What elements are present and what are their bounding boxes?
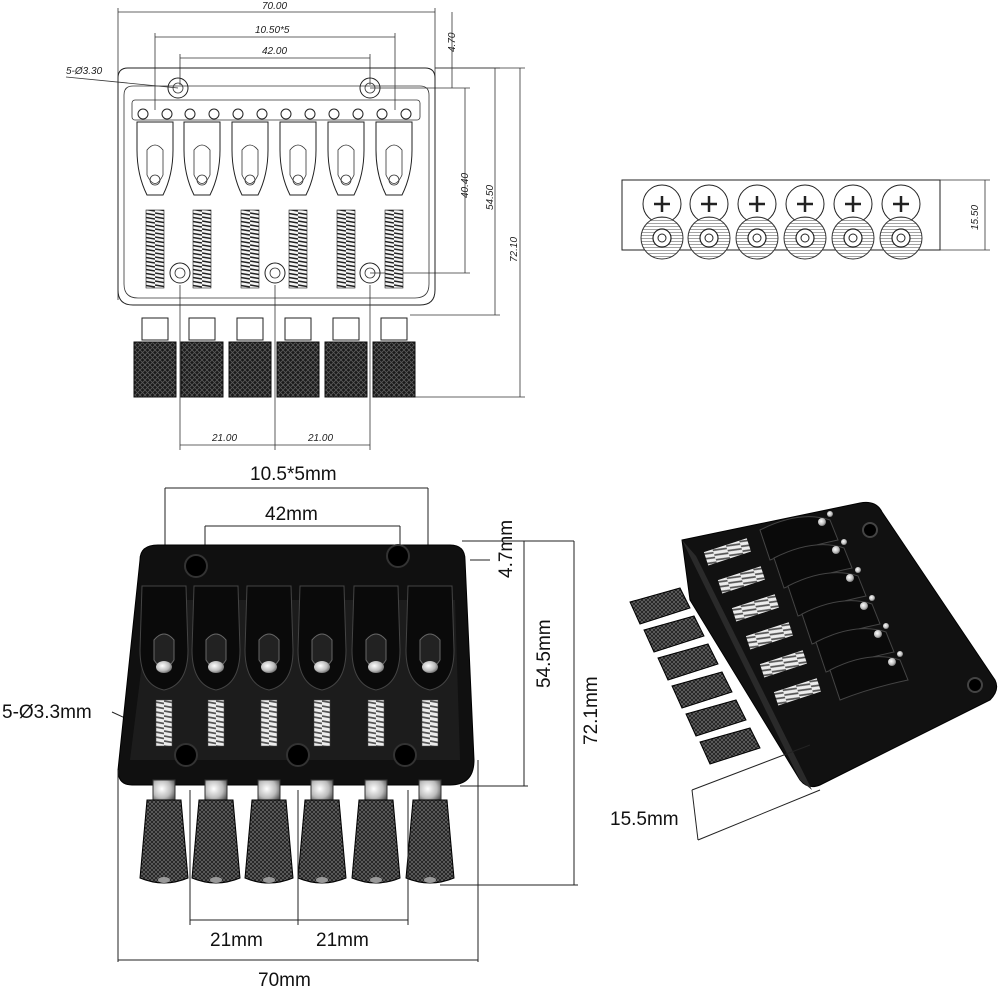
label-top-offset: 4.70 xyxy=(447,32,458,52)
label-body-length-photo: 54.5mm xyxy=(534,619,555,688)
label-bottom-left-photo: 21mm xyxy=(210,930,263,951)
label-side-height: 15.50 xyxy=(970,205,981,230)
technical-drawing-top-view: 70.00 10.50*5 42.00 5-Ø3.30 4.70 40.40 5… xyxy=(65,1,525,450)
angled-saddles xyxy=(629,511,909,765)
label-bottom-right-photo: 21mm xyxy=(316,930,369,951)
saddles-photo xyxy=(139,585,455,884)
label-hole-spacing-photo: 42mm xyxy=(265,504,318,525)
side-view-outline xyxy=(621,179,941,251)
technical-drawing-side-view: 15.50 xyxy=(621,179,990,260)
base-plate-outline xyxy=(117,67,436,306)
photo-angled-view: 15.5mm xyxy=(610,501,998,841)
photo-top-view: 10.5*5mm 42mm 4.7mm 54.5mm 72.1mm 5-Ø3.3… xyxy=(2,464,602,989)
label-total-length-photo: 72.1mm xyxy=(581,676,602,745)
label-bottom-left: 21.00 xyxy=(211,433,237,444)
label-width-total: 70.00 xyxy=(262,1,287,12)
label-angled-height: 15.5mm xyxy=(610,809,679,830)
label-holes: 5-Ø3.30 xyxy=(66,66,103,77)
saddles-drawing xyxy=(133,108,416,398)
label-hole-depth: 40.40 xyxy=(460,173,471,198)
label-string-spacing-photo: 10.5*5mm xyxy=(250,464,337,485)
label-top-offset-photo: 4.7mm xyxy=(496,520,517,578)
label-string-spacing: 10.50*5 xyxy=(255,25,290,36)
label-total-length: 72.10 xyxy=(509,237,520,262)
label-width-total-photo: 70mm xyxy=(258,970,311,989)
label-holes-photo: 5-Ø3.3mm xyxy=(2,702,92,723)
label-hole-spacing: 42.00 xyxy=(262,46,287,57)
mounting-holes xyxy=(167,77,381,284)
side-view-saddles xyxy=(640,184,923,260)
label-body-length: 54.50 xyxy=(485,185,496,210)
label-bottom-right: 21.00 xyxy=(307,433,333,444)
